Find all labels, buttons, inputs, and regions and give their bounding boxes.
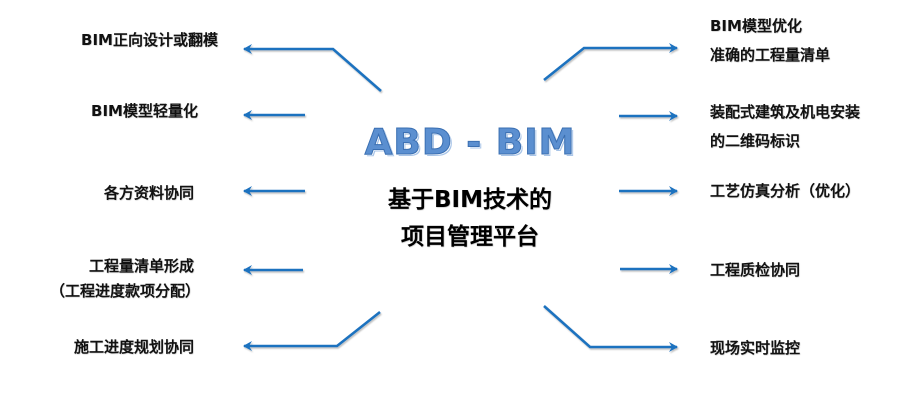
left-item-1: BIM正向设计或翻模 (81, 28, 218, 53)
right-item-1-text-2: 准确的工程量清单 (710, 46, 831, 64)
left-item-5: 施工进度规划协同 (74, 335, 194, 360)
left-item-4-text-1: 工程量清单形成 (88, 257, 194, 275)
subtitle-line-1: 基于BIM技术的 (388, 187, 552, 213)
right-item-2-text-1: 装配式建筑及机电安装 (710, 103, 861, 121)
right-item-5-text: 现场实时监控 (710, 339, 801, 357)
left-item-5-text: 施工进度规划协同 (73, 338, 194, 356)
right-item-2-text-2: 的二维码标识 (710, 132, 801, 150)
right-item-4: 工程质检协同 (710, 258, 800, 283)
left-item-3-text: 各方资料协同 (103, 184, 194, 202)
left-item-2: BIM模型轻量化 (91, 99, 198, 124)
platform-title: ABD - BIM (364, 122, 576, 164)
platform-subtitle: 基于BIM技术的 项目管理平台 (340, 182, 600, 256)
arrow-left-1 (243, 44, 382, 92)
right-item-4-text: 工程质检协同 (710, 261, 801, 279)
left-item-4-text-2: （工程进度款项分配） (49, 282, 200, 300)
left-item-3: 各方资料协同 (104, 181, 194, 206)
left-item-4: 工程量清单形成 （工程进度款项分配） (50, 254, 200, 304)
right-item-3: 工艺仿真分析（优化） (710, 179, 860, 204)
right-item-5: 现场实时监控 (710, 336, 800, 361)
subtitle-line-2: 项目管理平台 (401, 224, 539, 250)
arrow-right-1 (543, 43, 678, 82)
right-item-3-text: 工艺仿真分析（优化） (710, 182, 861, 200)
right-item-1-text-1: BIM模型优化 (710, 17, 802, 35)
left-item-1-text: BIM正向设计或翻模 (81, 31, 218, 49)
arrow-left-5 (243, 310, 381, 351)
right-item-2: 装配式建筑及机电安装 的二维码标识 (710, 100, 860, 154)
arrow-right-5 (543, 305, 678, 352)
left-item-2-text: BIM模型轻量化 (91, 102, 198, 120)
right-item-1: BIM模型优化 准确的工程量清单 (710, 14, 830, 68)
